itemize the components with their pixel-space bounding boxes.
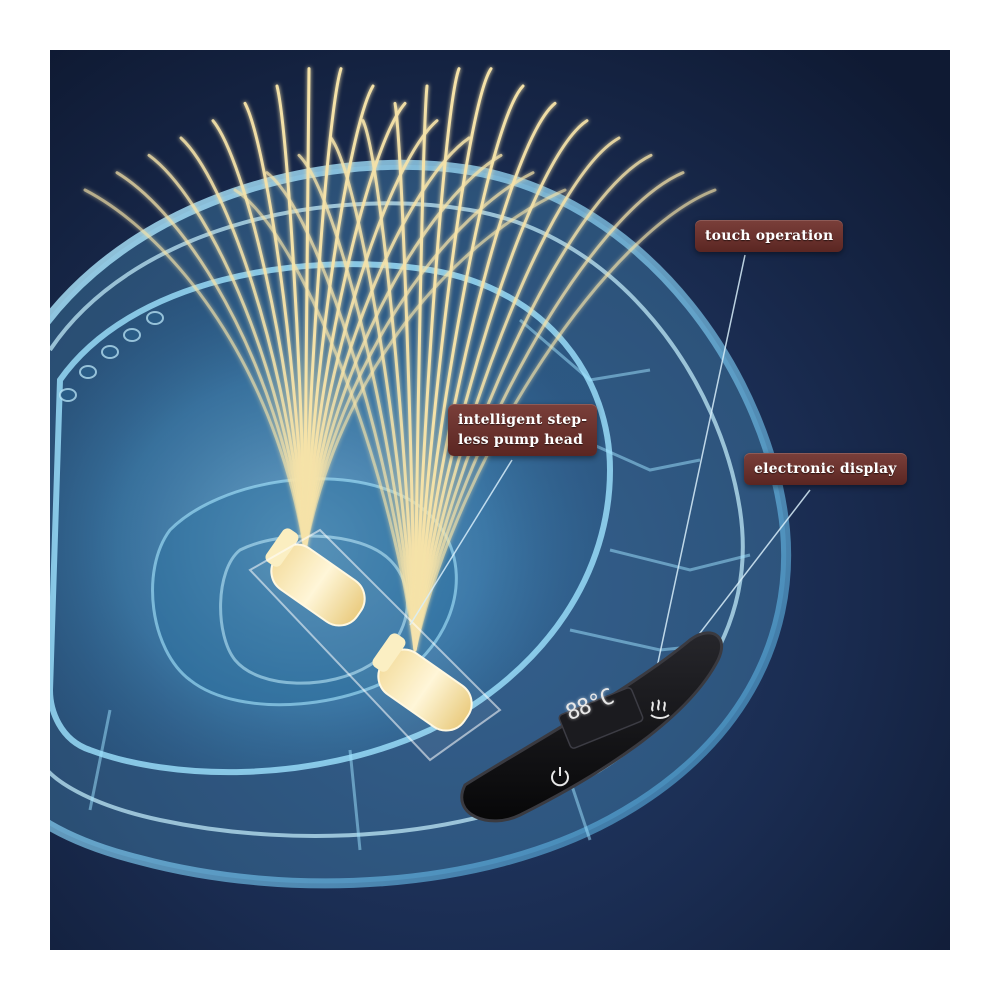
water-stream xyxy=(413,101,557,652)
callout-pump-head: intelligent step- less pump head xyxy=(448,404,598,456)
basin-rim xyxy=(50,201,745,838)
pump-head-frame xyxy=(248,528,502,762)
water-stream xyxy=(413,153,653,652)
water-stream xyxy=(303,67,311,552)
massage-tray xyxy=(219,534,409,685)
water-stream xyxy=(303,67,343,552)
water-stream xyxy=(413,84,525,652)
water-stream xyxy=(361,119,417,652)
water-stream xyxy=(211,119,307,552)
power-icon[interactable] xyxy=(547,764,573,790)
water-stream xyxy=(413,136,621,652)
water-stream xyxy=(413,171,685,652)
water-stream xyxy=(275,84,307,552)
water-stream xyxy=(393,101,417,652)
water-stream xyxy=(233,188,417,652)
water-stream xyxy=(303,119,439,552)
pump-head-right xyxy=(372,633,473,732)
water-stream xyxy=(413,188,717,652)
water-stream xyxy=(329,136,417,652)
callout-pump-head-line2: less pump head xyxy=(458,432,584,448)
water-streams xyxy=(83,67,717,652)
callout-touch-operation-text: touch operation xyxy=(705,228,834,244)
water-stream xyxy=(413,119,589,652)
control-panel xyxy=(460,631,724,823)
heat-waves-icon[interactable] xyxy=(647,696,673,722)
water-stream xyxy=(243,101,307,552)
callout-pump-head-line1: intelligent step- xyxy=(458,412,588,428)
water-stream xyxy=(413,67,493,652)
water-stream xyxy=(83,188,307,552)
rim-holes xyxy=(59,311,164,402)
water-stream xyxy=(115,171,307,552)
water-stream xyxy=(179,136,307,552)
callout-electronic-display: electronic display xyxy=(744,453,907,485)
water-stream xyxy=(297,153,417,652)
product-image: 88°C touch operation intelligent step- l… xyxy=(50,50,950,950)
foot-spa-illustration xyxy=(50,50,950,950)
water-stream xyxy=(413,67,461,652)
water-stream xyxy=(303,188,567,552)
display-screen xyxy=(558,687,644,749)
water-stream xyxy=(303,171,535,552)
basin-struts xyxy=(88,318,751,851)
water-stream xyxy=(265,171,417,652)
water-stream xyxy=(303,84,375,552)
callout-touch-operation: touch operation xyxy=(695,220,844,252)
callout-electronic-display-text: electronic display xyxy=(754,461,897,477)
water-stream xyxy=(147,153,307,552)
water-stream xyxy=(413,84,429,652)
